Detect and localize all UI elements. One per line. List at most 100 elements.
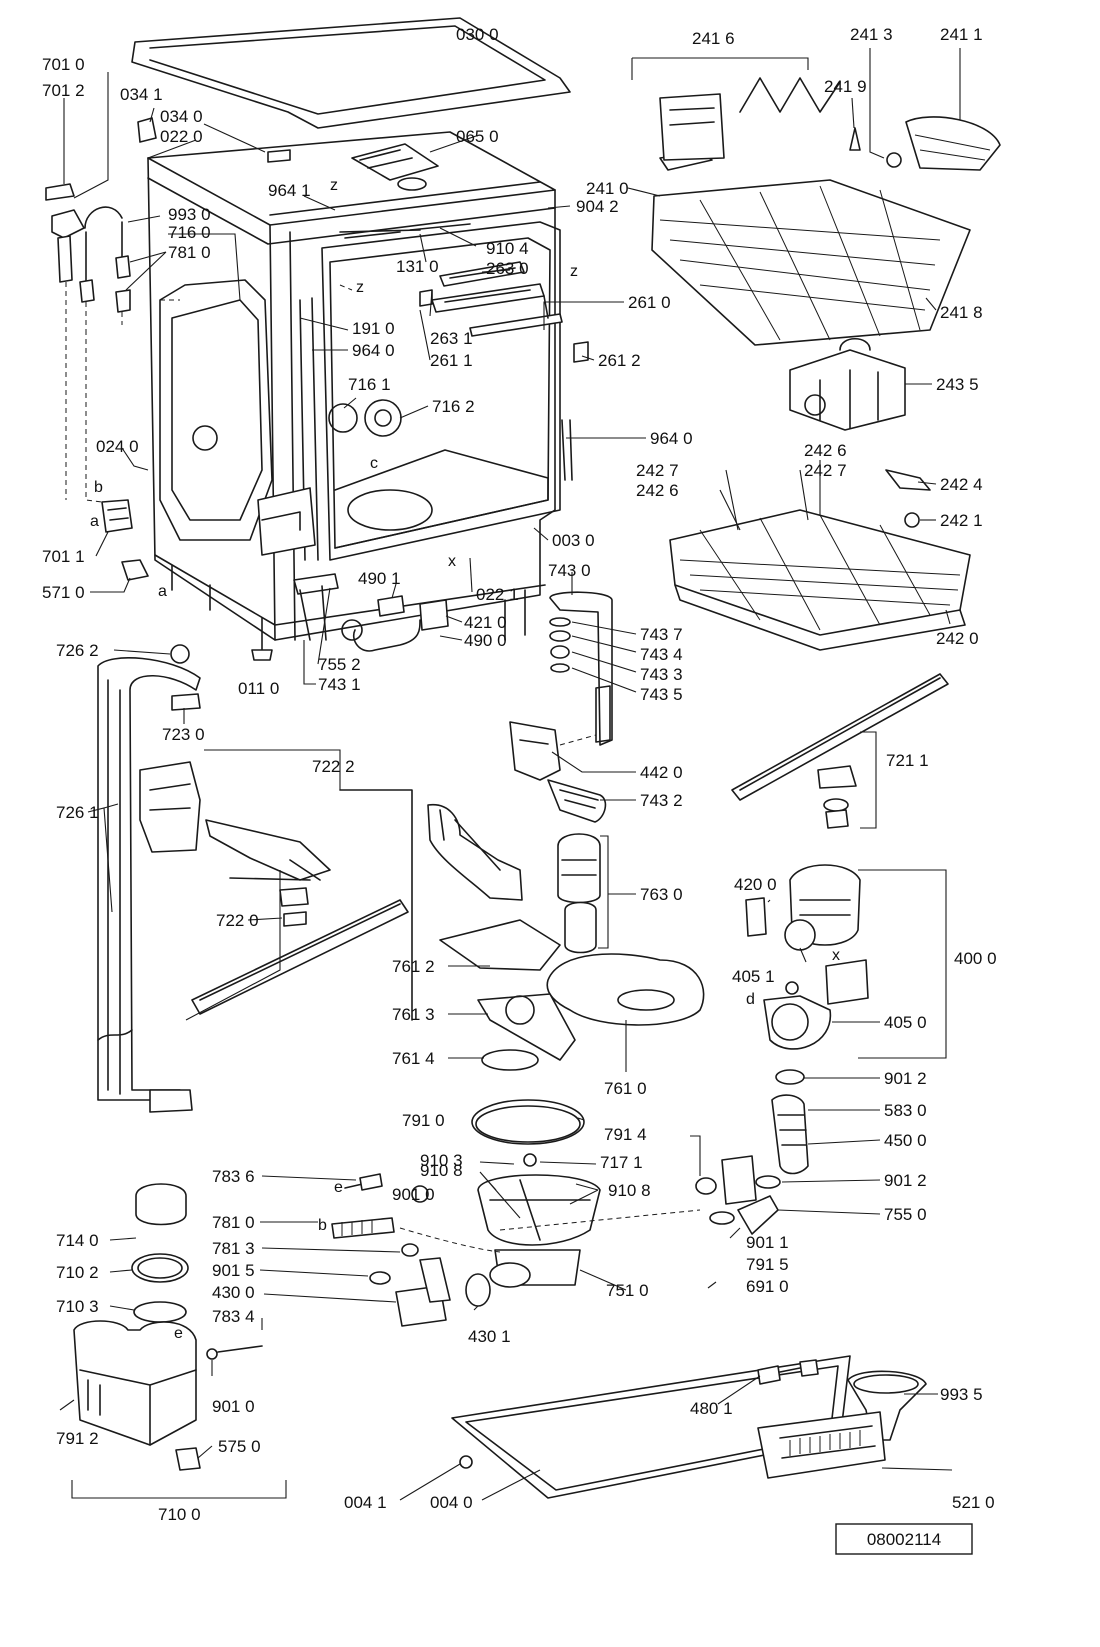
- label-004-0: 004 0: [430, 1493, 473, 1512]
- label-430-1: 430 1: [468, 1327, 511, 1346]
- label-722-0: 722 0: [216, 911, 259, 930]
- label-716-2: 716 2: [432, 397, 475, 416]
- control-panel-521-0: [757, 1411, 886, 1479]
- label-242-7-left: 242 7: [636, 461, 679, 480]
- label-261-0: 261 0: [628, 293, 671, 312]
- brackets-755-2: [293, 573, 339, 641]
- label-421-0: 421 0: [464, 613, 507, 632]
- label-721-1: 721 1: [886, 751, 929, 770]
- upper-duct-parts: [267, 143, 439, 233]
- water-softener-710-0: [71, 1183, 287, 1499]
- connection-letters: z z z c x x a a b b d e e: [90, 177, 840, 1342]
- label-993-0: 993 0: [168, 205, 211, 224]
- label-761-4: 761 4: [392, 1049, 435, 1068]
- label-263-1: 263 1: [430, 329, 473, 348]
- label-781-0-top: 781 0: [168, 243, 211, 262]
- label-901-2-top: 901 2: [884, 1069, 927, 1088]
- label-743-4: 743 4: [640, 645, 683, 664]
- letter-z-2: z: [570, 263, 578, 280]
- lower-arm-721-1: [731, 673, 949, 829]
- label-405-1: 405 1: [732, 967, 775, 986]
- label-242-7-right: 242 7: [804, 461, 847, 480]
- label-743-5: 743 5: [640, 685, 683, 704]
- label-722-2: 722 2: [312, 757, 355, 776]
- label-761-2: 761 2: [392, 957, 435, 976]
- label-003-0: 003 0: [552, 531, 595, 550]
- sump-751-0: [465, 1099, 601, 1307]
- label-791-2: 791 2: [56, 1429, 99, 1448]
- label-761-3: 761 3: [392, 1005, 435, 1024]
- letter-z-1: z: [356, 279, 364, 296]
- label-521-0: 521 0: [952, 1493, 995, 1512]
- label-242-0: 242 0: [936, 629, 979, 648]
- pipe-726-1: [97, 644, 201, 1113]
- label-004-1: 004 1: [344, 1493, 387, 1512]
- letter-z-3: z: [330, 177, 338, 194]
- label-743-7: 743 7: [640, 625, 683, 644]
- label-993-5: 993 5: [940, 1385, 983, 1404]
- funnel-993-5: [847, 1370, 927, 1441]
- label-241-1: 241 1: [940, 25, 983, 44]
- label-571-0: 571 0: [42, 583, 85, 602]
- label-716-1: 716 1: [348, 375, 391, 394]
- label-034-0: 034 0: [160, 107, 203, 126]
- cabinet-top-lid: [131, 17, 571, 129]
- leader-lines: [59, 48, 961, 1501]
- switch-490-421: [341, 595, 449, 652]
- label-575-0: 575 0: [218, 1437, 261, 1456]
- label-726-1: 726 1: [56, 803, 99, 822]
- label-755-0: 755 0: [884, 1205, 927, 1224]
- label-420-0: 420 0: [734, 875, 777, 894]
- label-781-3: 781 3: [212, 1239, 255, 1258]
- label-034-1: 034 1: [120, 85, 163, 104]
- label-714-0: 714 0: [56, 1231, 99, 1250]
- label-241-3: 241 3: [850, 25, 893, 44]
- label-242-1: 242 1: [940, 511, 983, 530]
- letter-d: d: [746, 991, 755, 1008]
- label-910-4: 910 4: [486, 239, 529, 258]
- label-131-0: 131 0: [396, 257, 439, 276]
- letter-a-2: a: [158, 583, 167, 600]
- label-022-0: 022 0: [160, 127, 203, 146]
- part-labels: 030 0 701 0 701 2 034 1 034 0 022 0 065 …: [42, 25, 997, 1524]
- label-242-4: 242 4: [940, 475, 983, 494]
- label-723-0: 723 0: [162, 725, 205, 744]
- label-717-1: 717 1: [600, 1153, 643, 1172]
- label-241-9: 241 9: [824, 77, 867, 96]
- label-743-0: 743 0: [548, 561, 591, 580]
- upper-arm-722: [139, 761, 413, 1021]
- letter-b-1: b: [94, 479, 103, 496]
- label-241-8: 241 8: [940, 303, 983, 322]
- label-450-0: 450 0: [884, 1131, 927, 1150]
- label-030-0: 030 0: [456, 25, 499, 44]
- label-783-6: 783 6: [212, 1167, 255, 1186]
- label-242-6-top: 242 6: [804, 441, 847, 460]
- letter-e-2: e: [174, 1325, 183, 1342]
- label-701-0: 701 0: [42, 55, 85, 74]
- label-743-1: 743 1: [318, 675, 361, 694]
- label-791-4: 791 4: [604, 1125, 647, 1144]
- label-964-0-mid: 964 0: [352, 341, 395, 360]
- label-024-0: 024 0: [96, 437, 139, 456]
- label-242-6-left: 242 6: [636, 481, 679, 500]
- letter-e-1: e: [334, 1179, 343, 1196]
- label-710-0: 710 0: [158, 1505, 201, 1524]
- fan-442-0: [509, 721, 607, 823]
- label-263-0: 263 0: [486, 259, 529, 278]
- water-inlet-parts: [45, 117, 157, 500]
- label-910-8-right: 910 8: [608, 1181, 651, 1200]
- label-710-2: 710 2: [56, 1263, 99, 1282]
- label-490-1: 490 1: [358, 569, 401, 588]
- label-261-1: 261 1: [430, 351, 473, 370]
- label-901-0-top: 901 0: [392, 1185, 435, 1204]
- label-583-0: 583 0: [884, 1101, 927, 1120]
- letter-c: c: [370, 455, 378, 472]
- label-022-1: 022 1: [476, 585, 519, 604]
- letter-x-1: x: [448, 553, 456, 570]
- label-716-0: 716 0: [168, 223, 211, 242]
- label-241-6: 241 6: [692, 29, 735, 48]
- cabinet-frame: [147, 131, 573, 641]
- hoses-right: [695, 1069, 809, 1235]
- letter-a-1: a: [90, 513, 99, 530]
